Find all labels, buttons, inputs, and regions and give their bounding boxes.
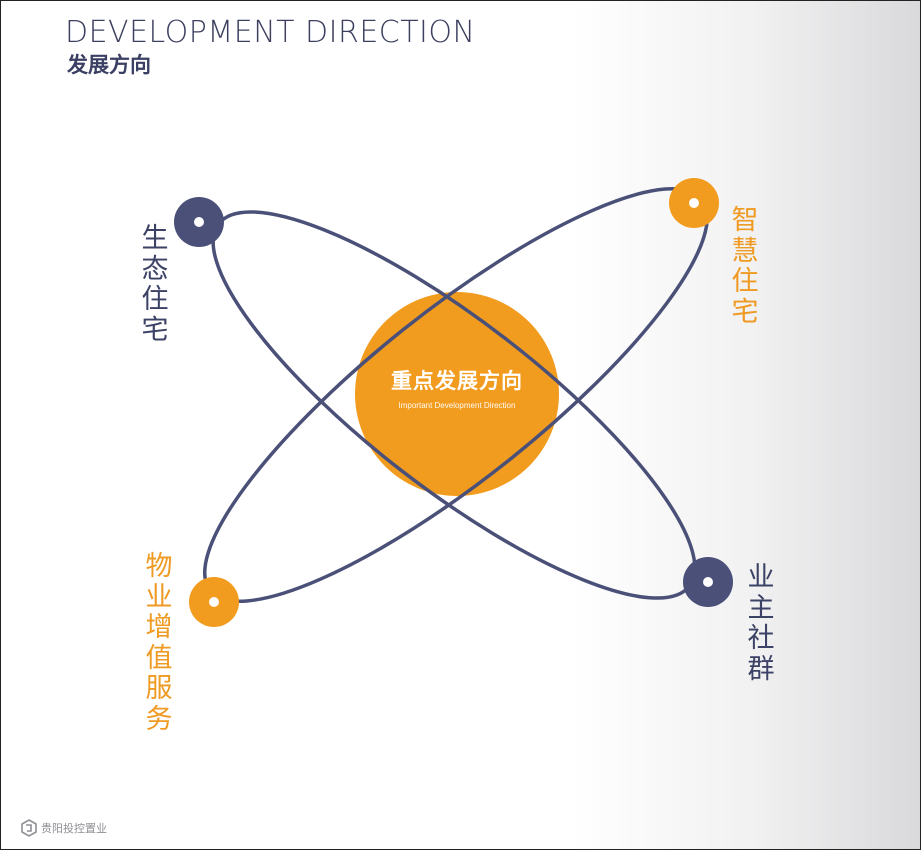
node-top-left — [174, 197, 224, 247]
center-subtitle: Important Development Direction — [398, 401, 516, 410]
node-top-right — [669, 178, 719, 228]
page-title-cn: 发展方向 — [67, 53, 151, 77]
page-title-en: DEVELOPMENT DIRECTION — [65, 15, 476, 50]
label-bottom-right: 业主社群 — [747, 562, 775, 685]
company-logo-icon — [21, 819, 37, 837]
center-circle — [355, 292, 559, 496]
footer-logo: 贵阳投控置业 — [21, 819, 107, 837]
label-top-right: 智慧住宅 — [731, 205, 759, 328]
footer-logo-text: 贵阳投控置业 — [41, 822, 107, 835]
node-bottom-left — [189, 577, 239, 627]
center-label-group: 重点发展方向 Important Development Direction — [357, 365, 557, 410]
center-title: 重点发展方向 — [391, 369, 523, 393]
label-top-left: 生态住宅 — [141, 223, 169, 346]
node-bottom-right — [683, 557, 733, 607]
label-bottom-left: 物业增值服务 — [145, 551, 173, 735]
